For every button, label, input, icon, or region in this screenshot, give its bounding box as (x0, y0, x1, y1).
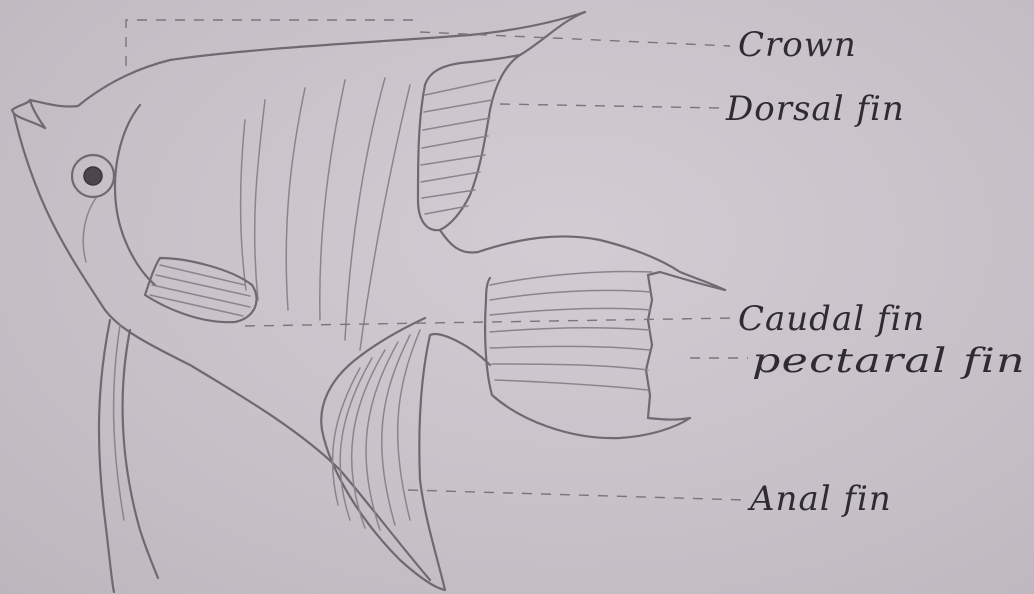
label-caudal-fin: Caudal fin (738, 299, 925, 339)
fish-chin (14, 114, 105, 310)
fish-pupil (84, 167, 102, 185)
fish-gill-line (115, 105, 155, 285)
fish-back-outline (30, 12, 585, 128)
body-stripes (241, 78, 410, 350)
anal-fin-rays (333, 330, 420, 530)
pectoral-fin-outline (145, 258, 257, 322)
ventral-filament-1 (99, 320, 114, 592)
crown-leader (420, 32, 730, 46)
fish-upper-peduncle (440, 230, 725, 290)
labels: Crown Dorsal fin Caudal fin pectaral fin… (725, 25, 1026, 519)
pectoral-fin-rays (150, 265, 250, 316)
caudal-fin-outline (485, 272, 725, 438)
dorsal-fin-leader (500, 104, 720, 108)
caudal-fin-rays (490, 272, 652, 390)
label-anal-fin: Anal fin (747, 479, 892, 519)
label-dorsal-fin: Dorsal fin (725, 89, 905, 129)
fish-drawing (12, 12, 725, 592)
label-crown: Crown (738, 25, 857, 65)
label-pectoral-fin: pectaral fin (752, 341, 1026, 381)
caudal-fin-leader (245, 318, 735, 326)
ventral-filament-2 (123, 330, 158, 578)
dorsal-fin-outline (418, 12, 585, 230)
anal-fin-leader (408, 490, 745, 500)
fish-gill-inner (83, 198, 96, 262)
